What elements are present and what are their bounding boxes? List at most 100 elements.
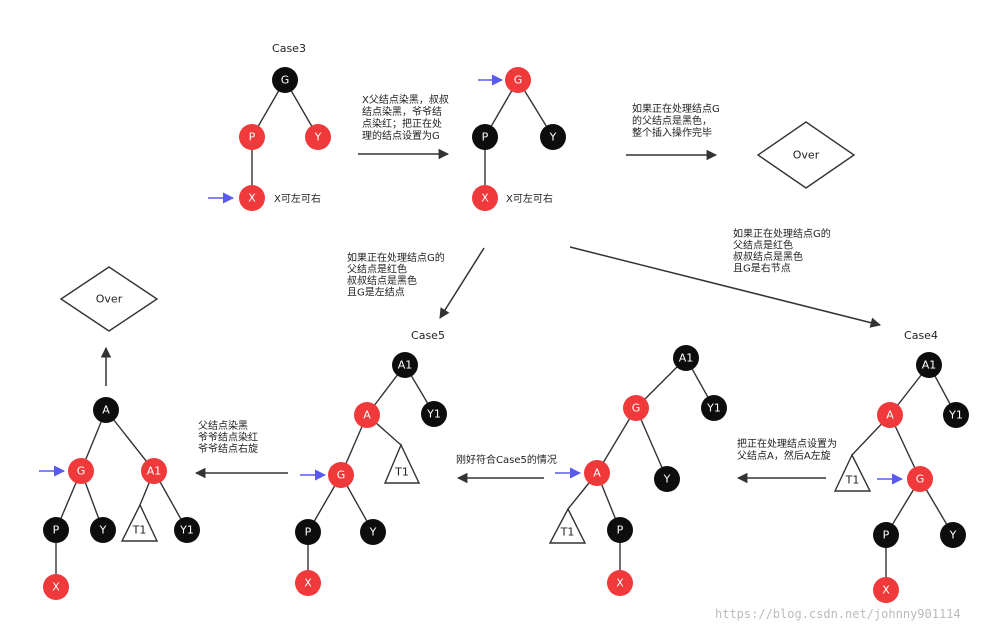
node-g: G — [68, 458, 94, 484]
node-y: Y — [540, 124, 566, 150]
diamond-shape — [756, 121, 856, 189]
annotation-line: 结点染黑，爷爷结 — [362, 105, 442, 118]
node-circle — [272, 67, 298, 93]
annotation-line: 理的结点设置为G — [362, 129, 440, 142]
annotation-line: 整个插入操作完毕 — [632, 126, 712, 139]
annotations: X父结点染黑，叔叔结点染黑，爷爷结点染红；把正在处理的结点设置为G 如果正在处理结… — [198, 93, 837, 466]
node-circle — [472, 185, 498, 211]
side-notes: X可左可右 X可左可右 — [274, 192, 553, 205]
over-label: Over — [793, 149, 820, 162]
node-label: Y — [369, 526, 377, 539]
node-circle — [43, 517, 69, 543]
node-circle — [907, 466, 933, 492]
node-x: X — [295, 570, 321, 596]
x-either-side-note: X可左可右 — [274, 192, 321, 205]
current-node-pointers — [39, 74, 904, 485]
node-y1: Y1 — [174, 517, 200, 543]
node-p: P — [43, 517, 69, 543]
arrow-step2-to-case4 — [569, 246, 882, 328]
node-circle — [623, 395, 649, 421]
node-label: Y1 — [706, 402, 721, 415]
annotation-line: 父结点A，然后A左旋 — [737, 449, 831, 462]
node-circle — [305, 124, 331, 150]
node-g: G — [907, 466, 933, 492]
node-label: X — [52, 581, 60, 594]
annotation-line: 如果正在处理结点G的 — [347, 251, 445, 264]
annotation-a6: 刚好符合Case5的情况 — [456, 453, 557, 466]
node-label: P — [305, 526, 312, 539]
annotation-line: 爷爷结点染红 — [198, 431, 258, 444]
node-circle — [174, 517, 200, 543]
node-circle — [505, 67, 531, 93]
node-label: P — [53, 524, 60, 537]
node-circle — [90, 517, 116, 543]
node-label: Y — [314, 131, 322, 144]
node-a: A — [877, 402, 903, 428]
node-circle — [360, 519, 386, 545]
node-label: X — [481, 192, 489, 205]
annotation-line: X父结点染黑，叔叔 — [362, 93, 449, 106]
node-circle — [943, 402, 969, 428]
annotation-a4: 如果正在处理结点G的父结点是红色叔叔结点是黑色且G是右节点 — [733, 227, 831, 275]
node-label: A1 — [922, 359, 937, 372]
node-g: G — [505, 67, 531, 93]
node-label: Y — [549, 131, 557, 144]
case5-title: Case5 — [411, 329, 445, 342]
annotation-a1: X父结点染黑，叔叔结点染黑，爷爷结点染红；把正在处理的结点设置为G — [362, 93, 449, 142]
x-either-side-note: X可左可右 — [506, 192, 553, 205]
node-circle — [701, 395, 727, 421]
annotation-line: 的父结点是黑色， — [632, 114, 712, 127]
node-a1: A1 — [392, 352, 418, 378]
node-circle — [295, 570, 321, 596]
node-x: X — [607, 570, 633, 596]
node-p: P — [472, 124, 498, 150]
triangle-shape — [383, 443, 421, 484]
node-label: X — [616, 577, 624, 590]
node-label: A1 — [398, 359, 413, 372]
node-a: A — [93, 397, 119, 423]
diamond-shape — [59, 266, 159, 332]
triangle-shape — [833, 453, 872, 492]
node-a1: A1 — [141, 458, 167, 484]
node-label: P — [617, 524, 624, 537]
node-label: A1 — [679, 352, 694, 365]
node-label: G — [632, 402, 641, 415]
triangle-label: T1 — [132, 524, 147, 537]
node-label: P — [883, 529, 890, 542]
node-a: A — [584, 460, 610, 486]
over-diamond-right: Over — [756, 121, 856, 189]
node-label: P — [249, 131, 256, 144]
node-p: P — [295, 519, 321, 545]
subtree-t1: T1 — [548, 507, 587, 544]
node-circle — [673, 345, 699, 371]
node-x: X — [873, 577, 899, 603]
node-circle — [93, 397, 119, 423]
node-a: A — [354, 402, 380, 428]
node-label: Y1 — [179, 524, 194, 537]
subtree-t1: T1 — [120, 503, 159, 542]
node-label: X — [882, 584, 890, 597]
node-circle — [328, 462, 354, 488]
triangle-label: T1 — [560, 526, 575, 539]
node-label: Y — [949, 529, 957, 542]
node-label: Y — [99, 524, 107, 537]
annotation-line: 父结点染黑 — [198, 419, 248, 432]
node-circle — [940, 522, 966, 548]
node-y1: Y1 — [421, 401, 447, 427]
annotation-line: 且G是右节点 — [733, 262, 791, 275]
annotation-line: 把正在处理结点设置为 — [737, 437, 837, 450]
node-circle — [68, 458, 94, 484]
node-g: G — [328, 462, 354, 488]
node-label: A1 — [147, 465, 162, 478]
node-circle — [472, 124, 498, 150]
node-circle — [540, 124, 566, 150]
node-p: P — [239, 124, 265, 150]
node-label: G — [281, 74, 290, 87]
node-a1: A1 — [916, 352, 942, 378]
case4-title: Case4 — [904, 329, 938, 342]
over-label: Over — [96, 293, 123, 306]
node-circle — [607, 570, 633, 596]
node-label: Y — [663, 473, 671, 486]
node-circle — [239, 124, 265, 150]
